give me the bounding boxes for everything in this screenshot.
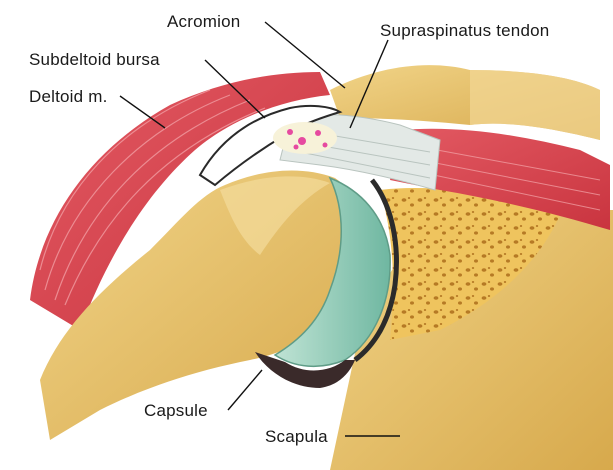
label-deltoid: Deltoid m.	[29, 88, 108, 105]
label-supraspinatus-tendon: Supraspinatus tendon	[380, 22, 549, 39]
label-subdeltoid-bursa: Subdeltoid bursa	[29, 51, 160, 68]
label-scapula: Scapula	[265, 428, 328, 445]
label-acromion: Acromion	[167, 13, 240, 30]
bursa-inflamed	[273, 122, 337, 154]
label-capsule: Capsule	[144, 402, 208, 419]
